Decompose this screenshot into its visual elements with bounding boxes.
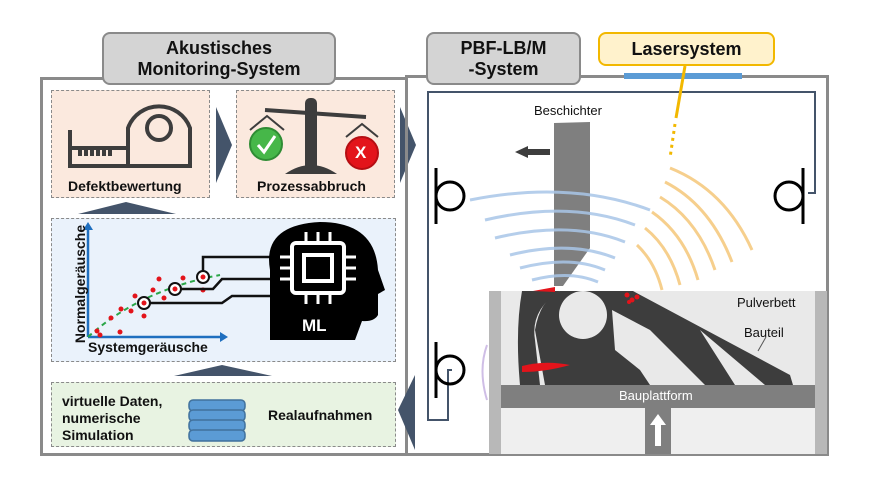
acoustic-monitoring-title: Akustisches Monitoring-System <box>102 32 336 85</box>
coater-label: Beschichter <box>534 103 602 118</box>
pbf-system-frame <box>405 75 829 456</box>
real-recordings-text: Realaufnahmen <box>268 407 373 423</box>
powder-bed-label: Pulverbett <box>737 295 796 310</box>
process-abort-label: Prozessabbruch <box>257 178 366 194</box>
title-line2: Monitoring-System <box>137 59 301 79</box>
laser-bar <box>624 73 742 79</box>
ml-label: ML <box>302 316 327 335</box>
laser-system-label: Lasersystem <box>598 32 775 66</box>
x-axis-label: Systemgeräusche <box>88 339 208 355</box>
pbf-system-title: PBF-LB/M -System <box>426 32 581 85</box>
part-label: Bauteil <box>744 325 784 340</box>
title-line1: Akustisches <box>165 38 273 58</box>
defect-assessment-label: Defektbewertung <box>68 178 182 194</box>
x-icon-text: X <box>355 143 367 162</box>
virtual-data-text: virtuelle Daten, numerische Simulation <box>62 393 163 443</box>
y-axis-label: Normalgeräusche <box>72 224 88 344</box>
build-platform-label: Bauplattform <box>619 388 693 403</box>
